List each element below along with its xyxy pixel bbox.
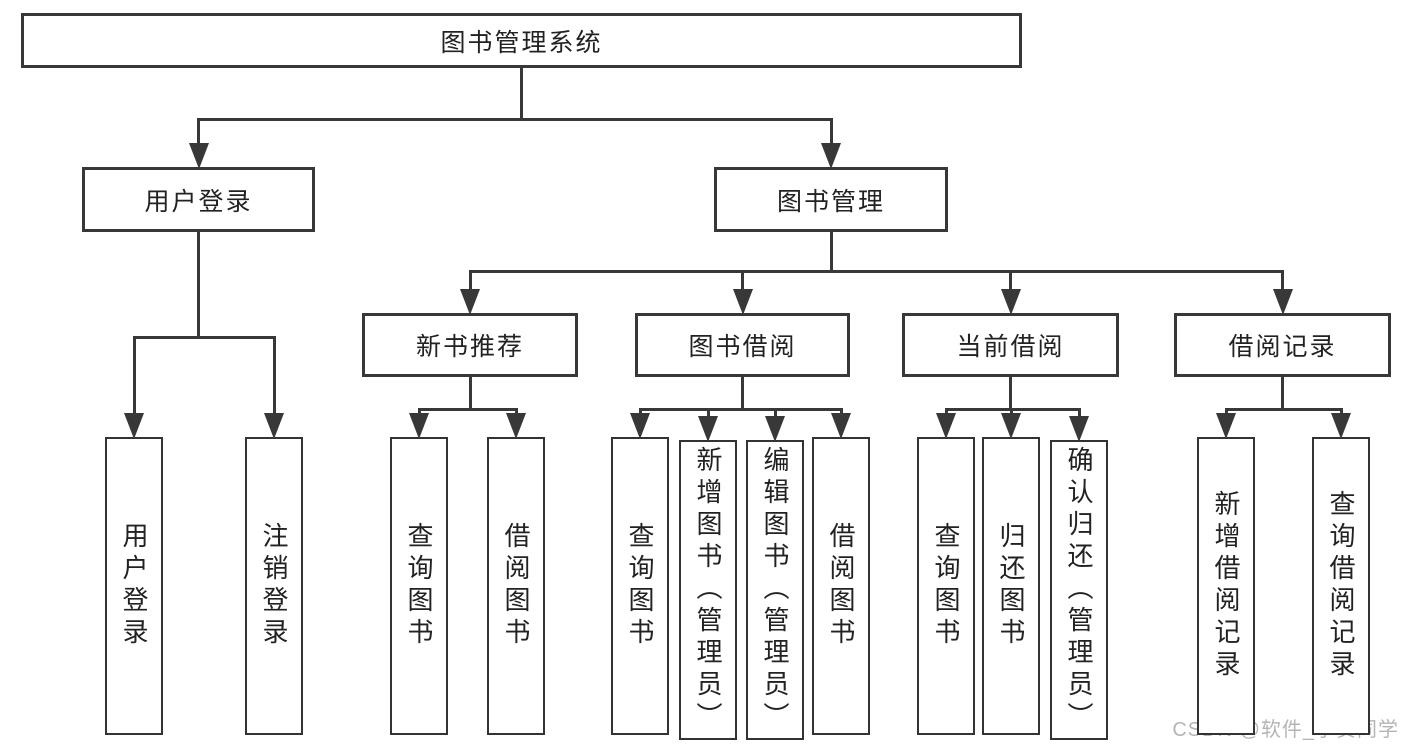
tree-node-label: 确认归还（管理员） [1064, 446, 1094, 734]
connector-line [468, 377, 472, 411]
tree-node-borrow-records: 借阅记录 [1174, 313, 1391, 377]
tree-node-label: 新增借阅记录 [1211, 490, 1241, 682]
tree-node-label: 用户登录 [144, 187, 253, 216]
arrow-down-icon [506, 413, 526, 439]
tree-node-label: 查询图书 [625, 522, 655, 650]
tree-node-label: 图书借阅 [688, 333, 797, 361]
tree-node-leaf-bb-borrow: 借阅图书 [812, 437, 870, 735]
tree-node-label: 归还图书 [996, 522, 1026, 650]
arrow-down-icon [765, 416, 785, 442]
connector-line [1281, 377, 1284, 411]
tree-node-label: 图书管理系统 [440, 28, 603, 57]
arrow-down-icon [936, 413, 956, 439]
arrow-down-icon [409, 413, 429, 439]
arrow-down-icon [1272, 289, 1293, 315]
tree-node-label: 图书管理 [776, 187, 885, 216]
tree-node-label: 新增图书（管理员） [693, 446, 723, 734]
arrow-down-icon [264, 413, 284, 439]
connector-line [1009, 270, 1012, 295]
tree-node-leaf-bb-query: 查询图书 [611, 437, 669, 735]
tree-node-leaf-nb-borrow: 借阅图书 [487, 437, 545, 735]
connector-line [773, 408, 777, 422]
tree-node-leaf-user-login: 用户登录 [105, 437, 163, 735]
tree-node-book-mgmt: 图书管理 [714, 167, 948, 232]
arrow-down-icon [1069, 416, 1089, 442]
arrow-down-icon [1216, 413, 1236, 439]
connector-line [638, 408, 843, 411]
connector-line [829, 118, 833, 149]
connector-line [1224, 408, 1343, 411]
arrow-down-icon [698, 416, 718, 442]
connector-line [197, 118, 833, 121]
connector-line [741, 270, 744, 295]
tree-node-label: 查询图书 [404, 522, 434, 650]
connector-line [468, 270, 1284, 273]
tree-node-label: 当前借阅 [956, 333, 1065, 361]
tree-node-leaf-cb-return: 归还图书 [982, 437, 1040, 735]
connector-line [272, 336, 276, 419]
arrow-down-icon [1000, 289, 1021, 315]
tree-node-user-login: 用户登录 [82, 167, 315, 232]
connector-line [520, 68, 523, 121]
tree-node-label: 借阅记录 [1228, 333, 1337, 361]
arrow-down-icon [124, 413, 144, 439]
arrow-down-icon [821, 143, 841, 169]
tree-node-label: 查询借阅记录 [1326, 490, 1356, 682]
connector-line [197, 118, 200, 149]
tree-node-leaf-br-add: 新增借阅记录 [1197, 437, 1255, 735]
tree-node-leaf-nb-query: 查询图书 [390, 437, 448, 735]
arrow-down-icon [630, 413, 650, 439]
tree-node-label: 查询图书 [931, 522, 961, 650]
tree-node-label: 借阅图书 [501, 522, 531, 650]
arrow-down-icon [732, 289, 753, 315]
connector-line [197, 232, 200, 339]
tree-node-new-book-recommend: 新书推荐 [362, 313, 578, 377]
tree-node-book-borrow: 图书借阅 [635, 313, 850, 377]
connector-line [829, 232, 833, 273]
connector-line [706, 408, 710, 422]
tree-node-leaf-cb-query: 查询图书 [917, 437, 975, 735]
tree-node-label: 编辑图书（管理员） [760, 446, 790, 734]
arrow-down-icon [188, 143, 209, 169]
connector-line [417, 408, 518, 411]
tree-node-root: 图书管理系统 [21, 13, 1022, 68]
tree-node-leaf-bb-edit: 编辑图书（管理员） [746, 440, 804, 740]
tree-node-label: 注销登录 [259, 522, 289, 650]
connector-line [1077, 408, 1081, 422]
tree-node-leaf-bb-add: 新增图书（管理员） [679, 440, 737, 740]
connector-line [468, 270, 472, 295]
tree-node-label: 新书推荐 [415, 333, 524, 361]
arrow-down-icon [831, 413, 851, 439]
connector-line [944, 408, 1081, 411]
tree-node-current-borrow: 当前借阅 [902, 313, 1119, 377]
connector-line [1281, 270, 1284, 295]
tree-node-leaf-br-query: 查询借阅记录 [1312, 437, 1370, 735]
tree-node-leaf-logout: 注销登录 [245, 437, 303, 735]
arrow-down-icon [1331, 413, 1351, 439]
connector-line [1009, 377, 1012, 411]
tree-node-label: 用户登录 [119, 522, 149, 650]
connector-line [741, 377, 744, 411]
connector-line [132, 336, 136, 419]
tree-node-leaf-cb-confirm: 确认归还（管理员） [1050, 440, 1108, 740]
tree-node-label: 借阅图书 [826, 522, 856, 650]
arrow-down-icon [1001, 413, 1021, 439]
connector-line [132, 336, 276, 339]
arrow-down-icon [460, 289, 480, 315]
